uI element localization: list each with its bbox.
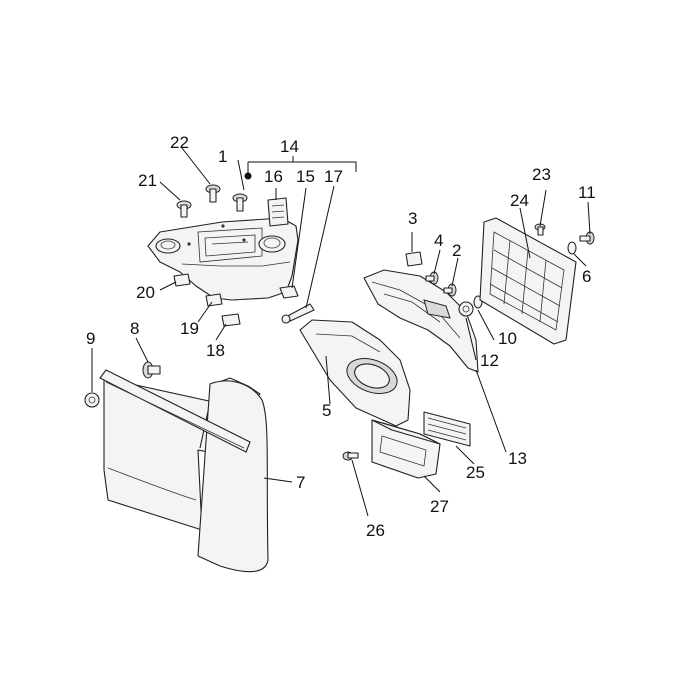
callout-18: 18	[206, 341, 225, 360]
callout-7: 7	[296, 473, 305, 492]
nut-12	[458, 301, 474, 317]
clip-3	[405, 251, 423, 267]
callout-16: 16	[264, 167, 283, 186]
callout-20: 20	[136, 283, 155, 302]
screw-1	[232, 193, 248, 212]
screw-21	[176, 200, 192, 218]
clip-15	[279, 285, 299, 299]
callout-2: 2	[452, 241, 461, 260]
light-box-27	[371, 419, 441, 479]
leader-lines	[91, 147, 591, 517]
inner-panel-5	[299, 319, 411, 427]
callout-10: 10	[498, 329, 517, 348]
bolt-8	[142, 361, 161, 379]
mud-flap-7	[103, 377, 269, 573]
callout-26: 26	[366, 521, 385, 540]
callout-13: 13	[508, 449, 527, 468]
callout-6: 6	[582, 267, 591, 286]
callout-15: 15	[296, 167, 315, 186]
callout-8: 8	[130, 319, 139, 338]
callout-19: 19	[180, 319, 199, 338]
callout-5: 5	[322, 401, 331, 420]
callout-14: 14	[280, 137, 299, 156]
screw-11	[579, 231, 595, 245]
rear-tray	[147, 217, 299, 301]
clip-20	[173, 273, 191, 287]
callout-1: 1	[218, 147, 227, 166]
pin-17	[281, 303, 315, 324]
clip-19	[205, 293, 223, 307]
callout-3: 3	[408, 209, 417, 228]
callout-22: 22	[170, 133, 189, 152]
screw-22	[205, 184, 221, 203]
nut-9	[84, 392, 100, 408]
callout-21: 21	[138, 171, 157, 190]
latch-16	[267, 197, 289, 227]
fender-cover-13	[363, 269, 479, 373]
screw-4	[425, 271, 439, 285]
washer-6	[567, 241, 577, 255]
callout-24: 24	[510, 191, 529, 210]
lens-25	[423, 411, 471, 447]
callout-4: 4	[434, 231, 443, 250]
screw-26	[342, 451, 359, 461]
callout-17: 17	[324, 167, 343, 186]
flap-bracket-bar	[99, 369, 251, 453]
clip-18	[221, 313, 241, 327]
callout-labels: 1 2 3 4 5 6 7 8 9 10 11 12 13 14 15 16 1…	[86, 133, 596, 540]
callout-11: 11	[578, 183, 596, 202]
plate-holder-24	[479, 217, 577, 345]
callout-9: 9	[86, 329, 95, 348]
callout-23: 23	[532, 165, 551, 184]
callout-12: 12	[480, 351, 499, 370]
callout-27: 27	[430, 497, 449, 516]
callout-25: 25	[466, 463, 485, 482]
